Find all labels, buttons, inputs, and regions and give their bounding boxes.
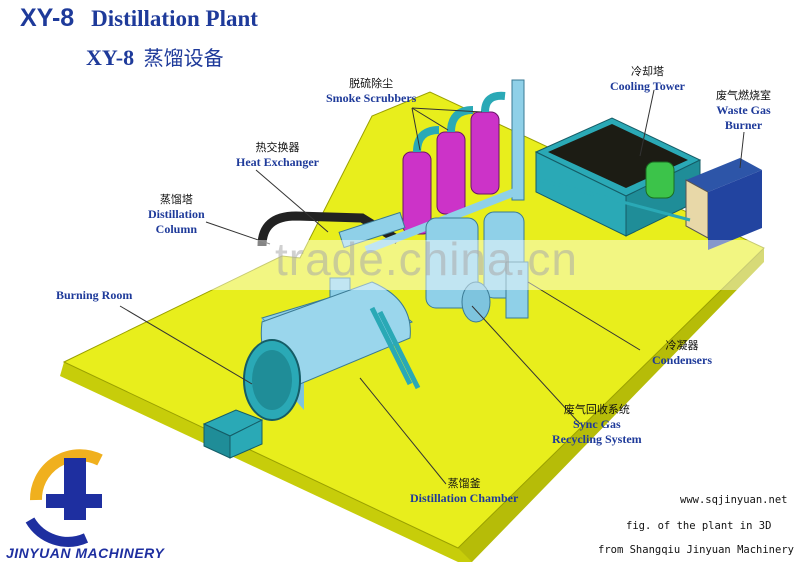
label-distillation-column: 蒸馏塔 Distillation Column [148, 192, 205, 237]
cooling-tower [534, 117, 702, 237]
footer-website: www.sqjinyuan.net [680, 494, 788, 506]
subtitle-name: 蒸馏设备 [143, 46, 224, 70]
title-code: XY-8 [20, 4, 75, 32]
heat-exchanger-en: Heat Exchanger [236, 155, 319, 169]
sync-gas-en1: Sync Gas [572, 417, 621, 431]
platform-side-right [458, 248, 764, 562]
condensers-en: Condensers [652, 353, 713, 367]
label-cooling-tower: 冷却塔 Cooling Tower [610, 64, 685, 94]
watermark-band [0, 240, 800, 290]
page-subtitle: XY-8 蒸馏设备 [86, 42, 224, 71]
smoke-scrubbers-en: Smoke Scrubbers [326, 91, 417, 105]
title-name: Distillation Plant [91, 6, 258, 31]
distillation-chamber-en: Distillation Chamber [410, 491, 519, 505]
sync-gas-en2: Recycling System [552, 432, 642, 446]
cooling-tower-en: Cooling Tower [610, 79, 686, 93]
subtitle-code: XY-8 [86, 45, 135, 70]
label-condensers: 冷凝器 Condensers [652, 338, 712, 368]
condensers-cn: 冷凝器 [665, 339, 699, 352]
waste-gas-burner-en1: Waste Gas [716, 103, 771, 117]
label-distillation-chamber: 蒸馏釜 Distillation Chamber [410, 476, 518, 506]
page-title: XY-8 Distillation Plant [20, 4, 258, 33]
jinyuan-logo [25, 449, 103, 547]
label-burning-room: Burning Room [56, 288, 132, 303]
footer-caption-1: fig. of the plant in 3D [626, 520, 772, 532]
heat-exchanger-cn: 热交换器 [255, 141, 300, 154]
platform-side [60, 362, 472, 562]
distillation-chamber-cn: 蒸馏釜 [447, 477, 481, 490]
distillation-column-en1: Distillation [148, 207, 205, 221]
waste-gas-burner-cn: 废气燃烧室 [716, 89, 771, 102]
waste-gas-burner [685, 158, 762, 250]
heat-exchanger [338, 211, 406, 249]
label-sync-gas: 废气回收系统 Sync Gas Recycling System [552, 402, 642, 447]
label-heat-exchanger: 热交换器 Heat Exchanger [236, 140, 319, 170]
distillation-column-en2: Column [155, 222, 197, 236]
burning-room-en: Burning Room [56, 288, 133, 302]
label-waste-gas-burner: 废气燃烧室 Waste Gas Burner [716, 88, 771, 133]
smoke-scrubbers-cn: 脱硫除尘 [349, 77, 394, 90]
brand-name: JINYUAN MACHINERY [6, 545, 165, 561]
watermark-text: trade.china.cn [275, 233, 578, 285]
leader-lines [119, 89, 745, 485]
distillation-column-cn: 蒸馏塔 [159, 193, 193, 206]
sync-gas-cn: 废气回收系统 [563, 403, 630, 416]
waste-gas-burner-en2: Burner [724, 118, 763, 132]
cooling-tower-cn: 冷却塔 [631, 65, 664, 78]
condensers [425, 211, 529, 323]
smoke-scrubbers [402, 79, 525, 235]
footer-caption-2: from Shangqiu Jinyuan Machinery [598, 544, 794, 556]
label-smoke-scrubbers: 脱硫除尘 Smoke Scrubbers [326, 76, 416, 106]
heat-exchanger-pipe [257, 211, 401, 247]
burning-room [202, 409, 264, 459]
distillation-chamber [243, 281, 421, 421]
